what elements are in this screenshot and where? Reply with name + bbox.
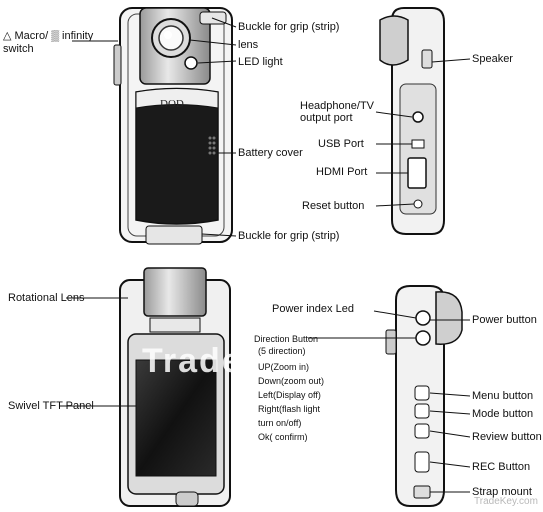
lens-label: lens [238, 39, 259, 51]
direction-label-line6: Right(flash light [258, 404, 321, 414]
swivel-panel-label: Swivel TFT Panel [8, 400, 94, 412]
front-view-camera [113, 7, 233, 245]
rec-button-label: REC Button [472, 461, 531, 473]
direction-label-line7: turn on/off) [258, 418, 302, 428]
side-view-camera [379, 7, 445, 235]
strap-mount-label: Strap mount [472, 486, 532, 498]
mode-button-label: Mode button [472, 408, 534, 420]
hdmi-port-label: HDMI Port [316, 166, 368, 178]
macro-switch-label-line1: △ Macro/ ▒ infinity [3, 30, 94, 42]
speaker-label: Speaker [472, 53, 513, 65]
direction-label-line8: Ok( confirm) [258, 432, 308, 442]
watermark-large: TradeKey [142, 342, 312, 380]
menu-button-label: Menu button [472, 390, 534, 402]
direction-label-line3: UP(Zoom in) [258, 362, 310, 372]
battery-cover-label: Battery cover [238, 147, 303, 159]
headphone-label-line2: output port [300, 112, 353, 124]
direction-label-line4: Down(zoom out) [258, 376, 325, 386]
macro-switch-label-line2: switch [3, 43, 34, 55]
led-light-label: LED light [238, 56, 283, 68]
power-led-label: Power index Led [272, 303, 354, 315]
usb-port-label: USB Port [318, 138, 364, 150]
brand-logo: DOD [160, 98, 184, 110]
review-button-label: Review button [472, 431, 542, 443]
direction-label-line1: Direction Button [254, 334, 319, 344]
rotational-lens-label: Rotational Lens [8, 292, 85, 304]
buckle-top-label: Buckle for grip (strip) [238, 21, 340, 33]
power-button-label: Power button [472, 314, 537, 326]
buckle-bottom-label: Buckle for grip (strip) [238, 230, 340, 242]
watermark-small: TradeKey.com [474, 496, 538, 507]
direction-label-line5: Left(Display off) [258, 390, 321, 400]
button-side-view-camera [385, 285, 463, 507]
leader-lines [60, 17, 471, 493]
headphone-label-line1: Headphone/TV [300, 100, 374, 112]
direction-label-line2: (5 direction) [258, 346, 306, 356]
reset-button-label: Reset button [302, 200, 365, 212]
back-view-camera [119, 267, 231, 507]
